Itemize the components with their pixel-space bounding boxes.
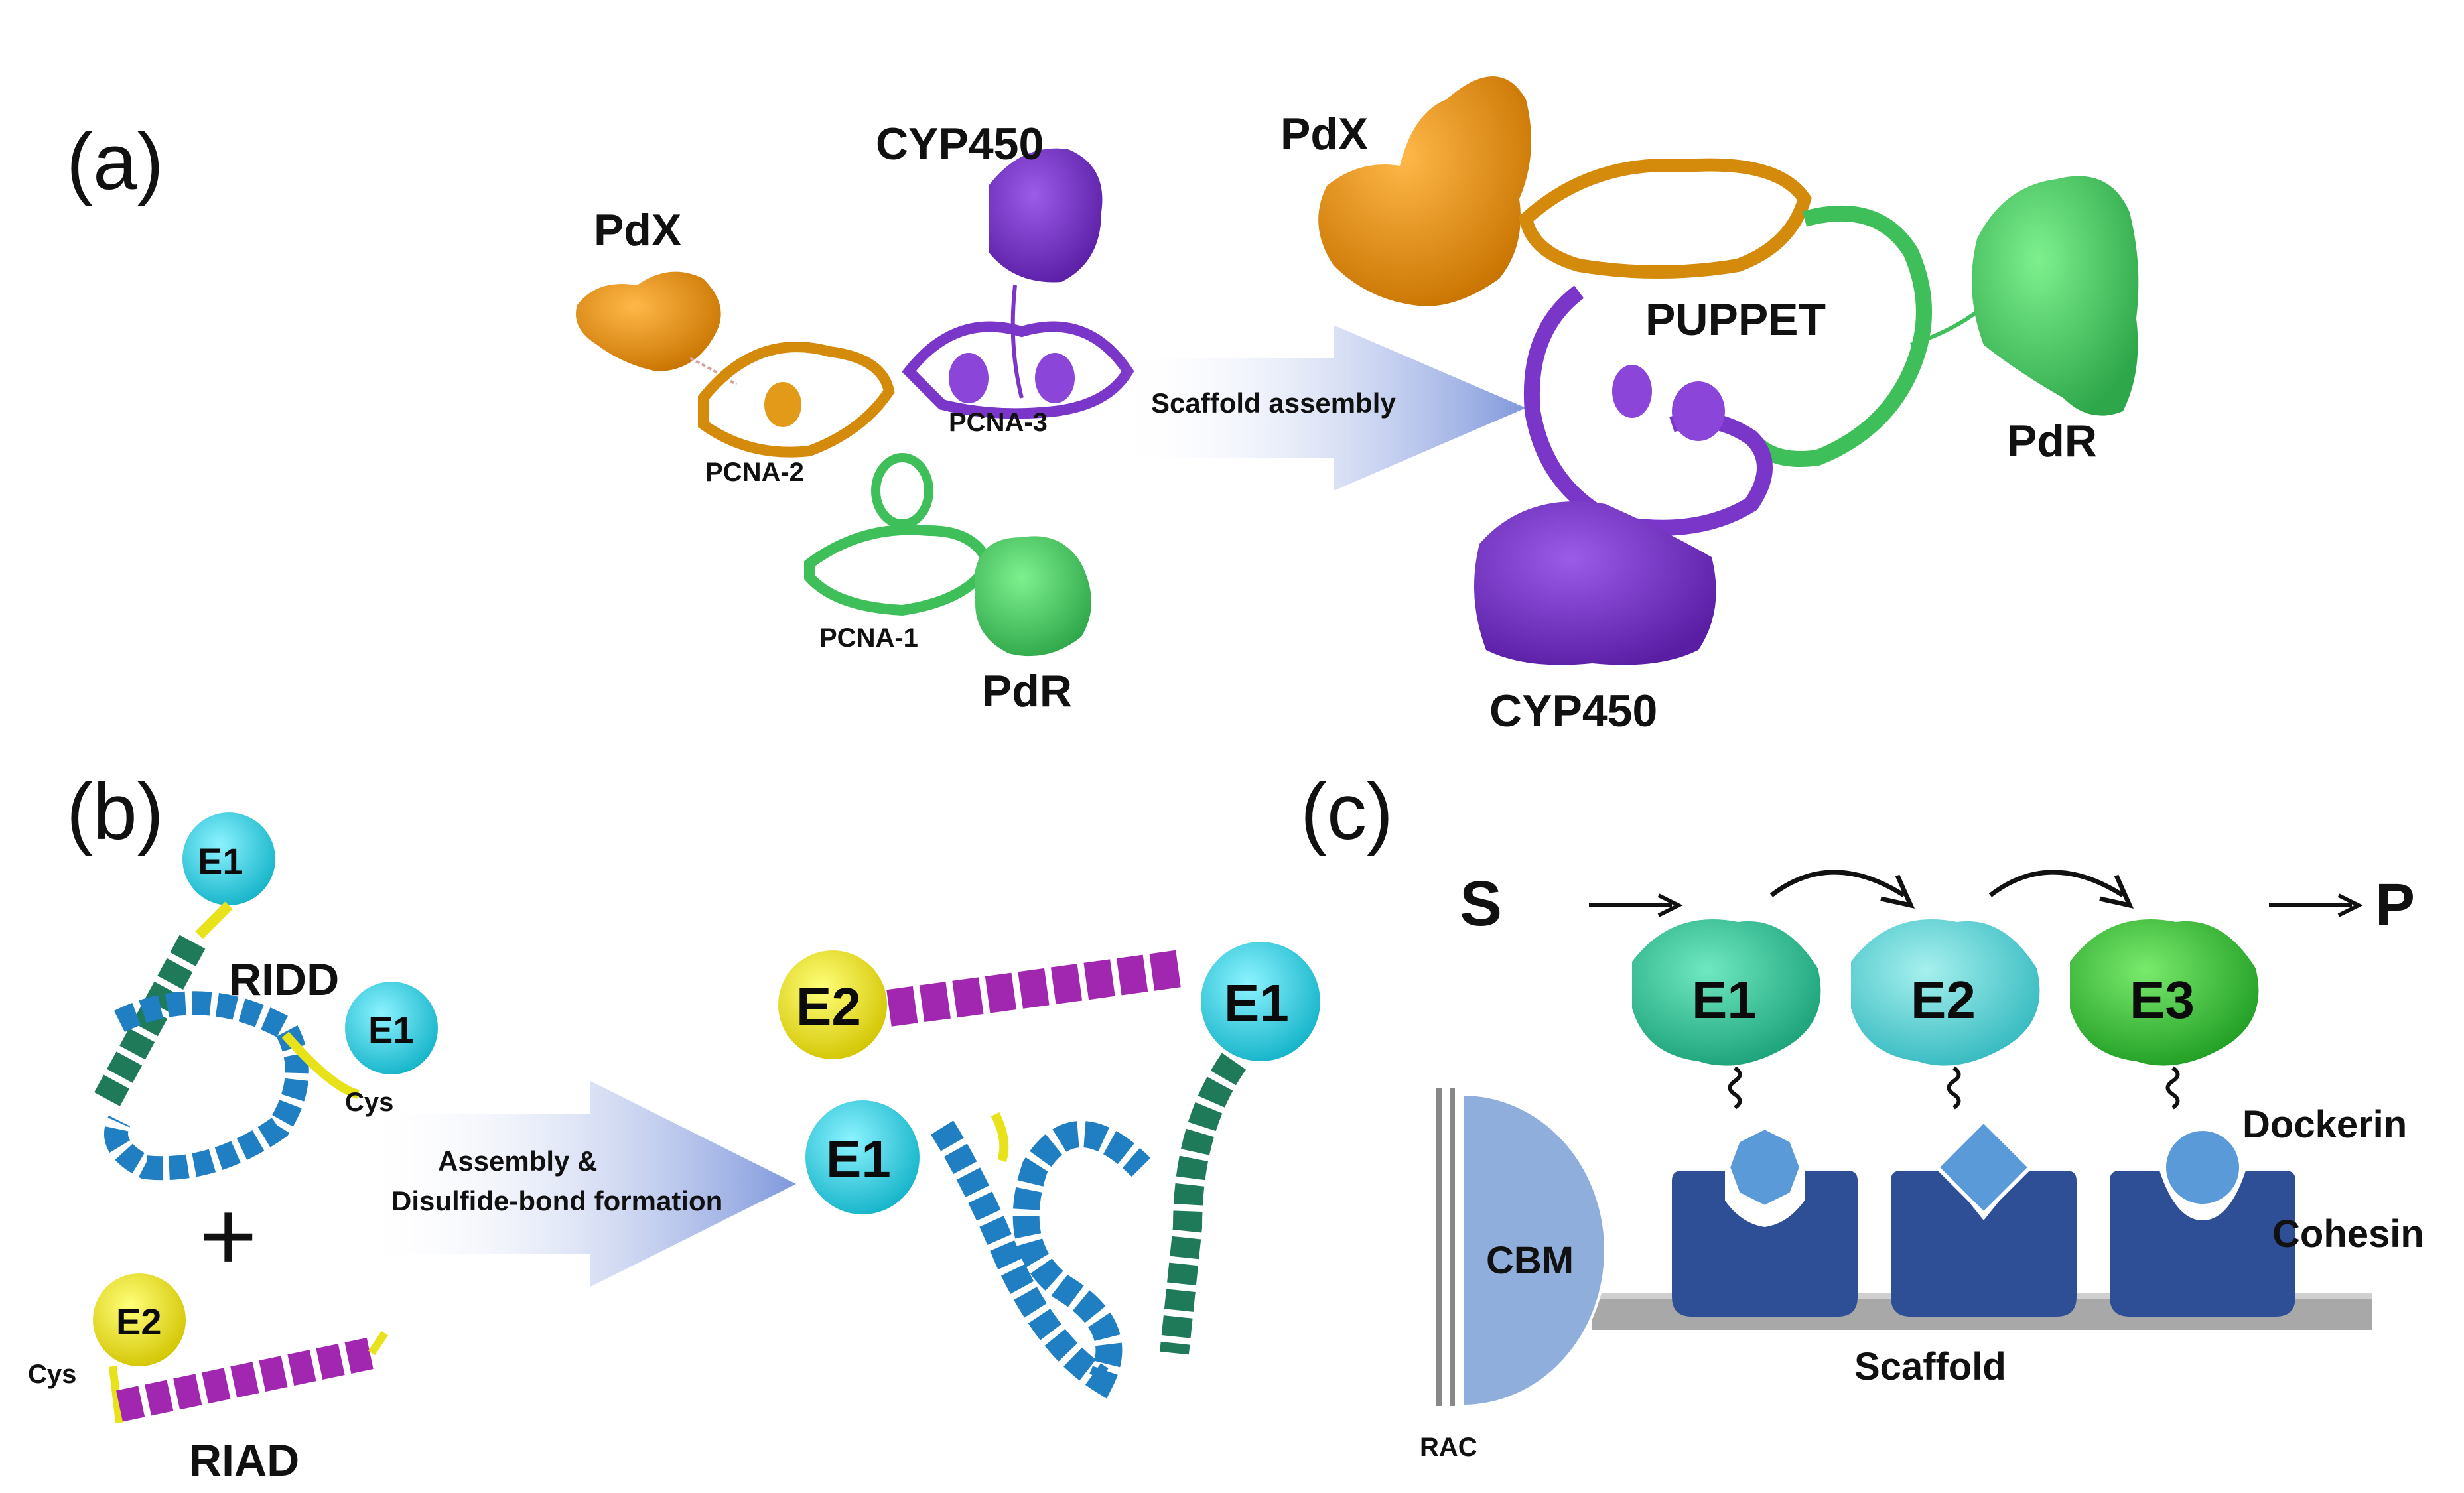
e1-mid-label: E1 [368, 1009, 414, 1051]
e1-mid-sphere [345, 982, 438, 1074]
panel-a-label: (a) [66, 117, 164, 206]
pcna-green-segment [1745, 205, 1932, 467]
e2-label: E2 [116, 1301, 162, 1342]
puppet-complex [1318, 76, 2139, 665]
plus-sign: + [199, 1180, 257, 1291]
rac-line-2 [1450, 1088, 1455, 1406]
assembled-riad-helix [886, 950, 1184, 1027]
pcna1-label: PCNA-1 [819, 623, 918, 653]
pcna-orange-segment [1519, 158, 1812, 279]
assembled-e1-left-label: E1 [826, 1130, 891, 1189]
dockerin-label: Dockerin [2242, 1103, 2407, 1146]
cyp450-assembled [1474, 501, 1716, 665]
scaffold-label: Scaffold [1854, 1345, 2006, 1388]
e1-top-sphere [182, 812, 275, 905]
reaction-arrow-2 [1988, 870, 2124, 897]
e2-enzyme-label: E2 [1911, 970, 1976, 1029]
cohesin-label: Cohesin [2272, 1212, 2424, 1256]
pdx-free-label: PdX [594, 205, 681, 255]
assembled-e1-left-sphere [805, 1100, 920, 1214]
dockerin-octagon [1726, 1125, 1804, 1210]
ridd-label: RIDD [229, 954, 339, 1005]
puppet-label: PUPPET [1645, 294, 1826, 345]
e1-top-label: E1 [198, 840, 243, 882]
panel-a: (a) CYP450 PCNA-3 PdX PCNA-2 PCNA-1 [66, 76, 2139, 736]
assembled-e2-sphere [778, 950, 887, 1059]
assembly-label-line2: Disulfide-bond formation [391, 1185, 722, 1216]
pdr-assembled [1972, 176, 2139, 416]
cohesin-1 [1672, 1171, 1858, 1317]
panel-c: (c) S P E1 E2 E3 Dockerin Cohe [1300, 767, 2424, 1462]
scaffold-assembly-arrow [1115, 325, 1526, 491]
cohesin-2 [1891, 1171, 2077, 1317]
assembly-label-line1: Assembly & [438, 1145, 597, 1177]
scaffold-assembly-label: Scaffold assembly [1151, 387, 1396, 419]
e1-enzyme [1632, 919, 1821, 1066]
assembled-e2-label: E2 [796, 977, 861, 1036]
cbm-shape [1462, 1092, 1607, 1408]
pdr-free-label: PdR [982, 666, 1072, 716]
panel-c-label: (c) [1300, 767, 1393, 856]
e1-enzyme-label: E1 [1692, 970, 1757, 1029]
riad-helix [116, 1337, 375, 1422]
cohesin-3 [2110, 1171, 2295, 1317]
cyp450-free [989, 148, 1103, 399]
rac-label: RAC [1420, 1433, 1477, 1462]
pcna2-ring [698, 342, 895, 458]
pcna2-label: PCNA-2 [705, 458, 804, 487]
assembled-ridd-blue [931, 1120, 1151, 1399]
panel-b-label: (b) [66, 767, 164, 856]
e2-enzyme [1851, 919, 2040, 1066]
dockerin-circle [2162, 1127, 2243, 1208]
panel-b: (b) E1 RIDD E1 Cys + E2 Cys RIAD Assembl… [28, 767, 1320, 1486]
assembled-e1-right-label: E1 [1224, 974, 1289, 1033]
product-label: P [2375, 872, 2415, 939]
pcna3-label: PCNA-3 [949, 408, 1048, 437]
ridd-helix-blue [104, 991, 309, 1181]
rac-line-1 [1436, 1088, 1442, 1406]
substrate-label: S [1460, 868, 1502, 939]
pcna1-ring [804, 453, 994, 616]
pdx-assembled-label: PdX [1280, 109, 1368, 159]
cys-bottom-label: Cys [28, 1360, 76, 1389]
e2-sphere [93, 1273, 186, 1366]
pdr-free [975, 536, 1091, 657]
assembly-arrow [358, 1081, 796, 1287]
cyp450-assembled-label: CYP450 [1489, 686, 1657, 736]
pdr-assembled-label: PdR [2007, 416, 2097, 466]
riad-label: RIAD [189, 1435, 299, 1486]
assembled-e1-right-sphere [1201, 942, 1320, 1061]
pdx-assembled [1318, 76, 1531, 306]
cyp450-free-label: CYP450 [876, 119, 1044, 169]
reaction-arrow-1 [1769, 870, 1905, 897]
e3-enzyme-label: E3 [2130, 970, 2195, 1029]
cbm-label: CBM [1486, 1239, 1574, 1282]
pcna3-ring [902, 321, 1134, 419]
dockerin-diamond [1934, 1118, 2033, 1217]
pdx-free [576, 271, 738, 386]
cys-top-label: Cys [345, 1088, 393, 1117]
e3-enzyme [2070, 919, 2259, 1066]
assembled-ridd-green [1160, 1053, 1247, 1355]
